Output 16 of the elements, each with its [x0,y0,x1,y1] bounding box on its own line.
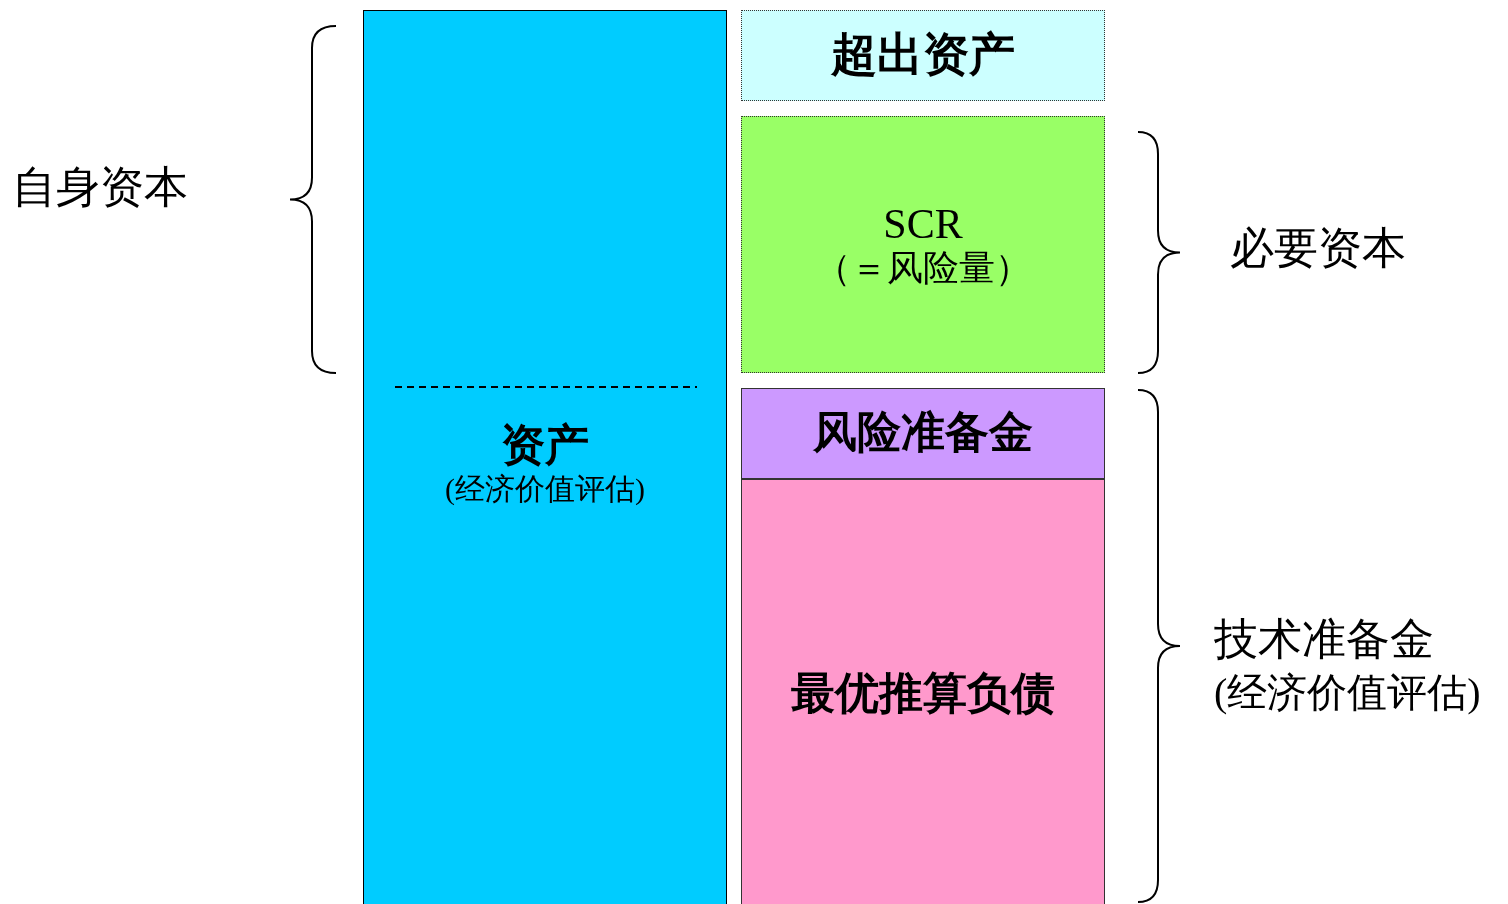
asset-column [363,10,727,904]
bracket-label: 技术准备金 [1214,615,1434,666]
bracket-sublabel: (经济价值评估) [1214,670,1481,716]
node-title: 最优推算负债 [791,668,1055,720]
excess-asset-box [741,10,1105,101]
scr-box [741,116,1105,373]
node-subtitle: (经济价值评估) [445,471,645,507]
bracket-label: 必要资本 [1230,224,1406,275]
node-title: SCR [883,199,963,248]
risk-reserve-box [741,388,1105,479]
node-title: 资产 [501,421,589,472]
node-subtitle: （＝风险量） [815,247,1031,290]
liability-box [741,479,1105,904]
node-title: 超出资产 [831,29,1015,82]
node-title: 风险准备金 [813,408,1033,459]
bracket-label: 自身资本 [12,163,188,214]
